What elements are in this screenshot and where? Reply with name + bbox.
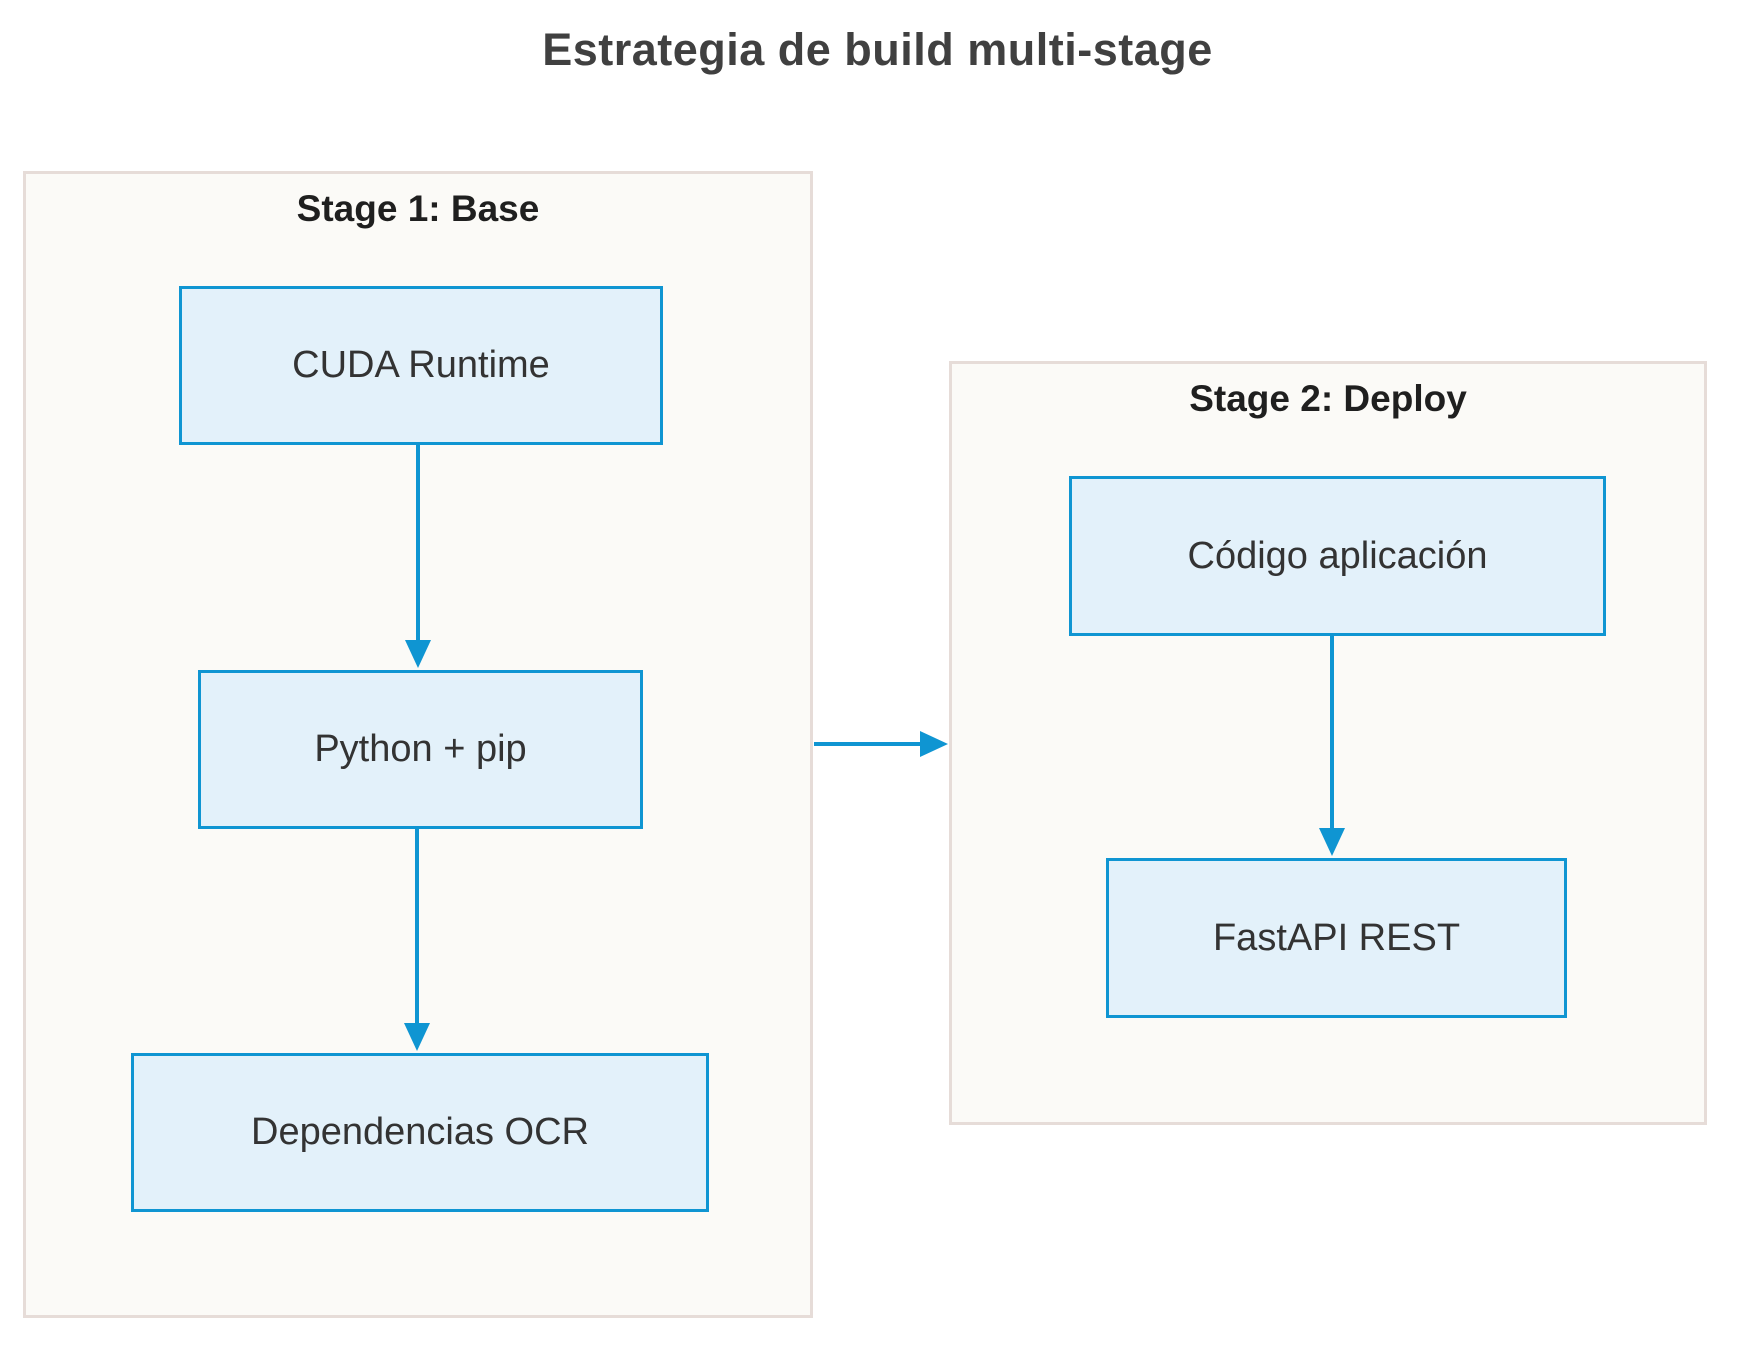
- node-fastapi-rest-label: FastAPI REST: [1212, 916, 1461, 959]
- node-fastapi-rest: FastAPI REST: [1106, 858, 1567, 1018]
- node-codigo-aplicacion-label: Código aplicación: [1187, 534, 1488, 577]
- node-cuda-runtime-label: CUDA Runtime: [292, 344, 550, 386]
- cluster-stage2: Stage 2: Deploy Código aplicación FastAP…: [949, 361, 1707, 1125]
- diagram-title: Estrategia de build multi-stage: [542, 24, 1213, 75]
- cluster-stage1: Stage 1: Base CUDA Runtime Python + pip …: [23, 171, 813, 1318]
- cluster-stage2-label: Stage 2: Deploy: [1189, 378, 1467, 419]
- node-codigo-aplicacion: Código aplicación: [1069, 476, 1606, 636]
- cluster-stage1-label: Stage 1: Base: [296, 188, 540, 229]
- node-python-pip: Python + pip: [198, 670, 643, 829]
- arrow-stage1-to-stage2: [814, 731, 948, 757]
- node-cuda-runtime: CUDA Runtime: [179, 286, 663, 445]
- node-dependencias-ocr: Dependencias OCR: [131, 1053, 709, 1212]
- node-dependencias-ocr-label: Dependencias OCR: [251, 1111, 589, 1153]
- node-python-pip-label: Python + pip: [314, 728, 527, 770]
